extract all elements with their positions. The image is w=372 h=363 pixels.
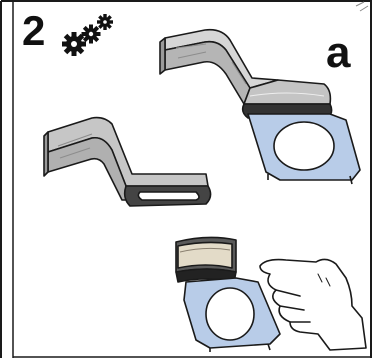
duct-left (43, 116, 212, 207)
gasket-top (247, 113, 361, 185)
corner-mark (355, 1, 369, 12)
variant-letter: a (326, 28, 351, 77)
hand-icon (259, 258, 367, 351)
duct-top (159, 28, 333, 119)
gears-icon (62, 14, 113, 56)
gasket-bottom (183, 277, 281, 352)
duct-bottom (175, 236, 237, 283)
step-number: 2 (22, 7, 45, 54)
